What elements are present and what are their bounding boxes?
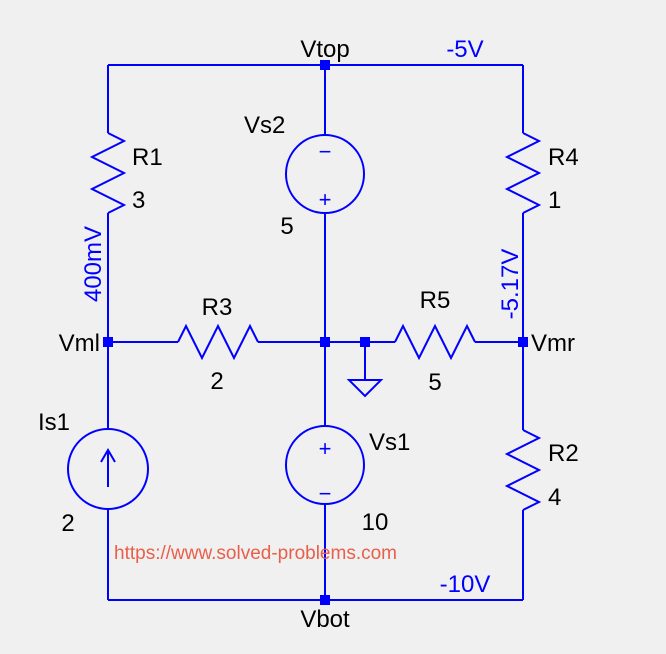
node-label-vml: Vml bbox=[59, 330, 100, 357]
voltage-label-top: -5V bbox=[446, 36, 483, 63]
vs1-minus-sign: − bbox=[319, 481, 332, 506]
resistor-r4 bbox=[504, 132, 542, 214]
resistor-r1 bbox=[89, 132, 127, 214]
voltage-label-r1: 400mV bbox=[80, 226, 107, 302]
up-arrow-icon bbox=[100, 448, 116, 463]
voltage-source-vs1: + − bbox=[285, 425, 365, 506]
r1-value: 3 bbox=[132, 187, 145, 214]
wires bbox=[107, 64, 524, 601]
voltage-source-vs2: − + bbox=[285, 134, 365, 214]
r1-name: R1 bbox=[132, 144, 163, 171]
resistor-r5 bbox=[394, 323, 476, 361]
vs1-plus-sign: + bbox=[319, 436, 332, 461]
watermark-text: https://www.solved-problems.com bbox=[114, 543, 397, 564]
vs2-minus-sign: − bbox=[319, 139, 332, 164]
node-label-vtop: Vtop bbox=[300, 36, 349, 63]
ground-icon bbox=[346, 379, 384, 398]
r3-value: 2 bbox=[210, 368, 223, 395]
voltage-label-r4: -5.17V bbox=[497, 249, 524, 320]
vs1-value: 10 bbox=[362, 509, 389, 536]
r4-name: R4 bbox=[548, 144, 579, 171]
node-vtop bbox=[320, 60, 330, 70]
r2-name: R2 bbox=[548, 440, 579, 467]
r5-value: 5 bbox=[428, 369, 441, 396]
r3-name: R3 bbox=[202, 294, 233, 321]
node-label-vmr: Vmr bbox=[531, 330, 575, 357]
node-ground bbox=[360, 337, 370, 347]
resistor-r2 bbox=[504, 429, 542, 511]
is1-name: Is1 bbox=[38, 409, 70, 436]
current-source-is1 bbox=[67, 428, 149, 510]
r5-name: R5 bbox=[420, 287, 451, 314]
vs2-plus-sign: + bbox=[319, 187, 332, 212]
node-vmr bbox=[518, 337, 528, 347]
node-center bbox=[320, 337, 330, 347]
r4-value: 1 bbox=[548, 187, 561, 214]
node-vbot bbox=[320, 595, 330, 605]
vs1-name: Vs1 bbox=[369, 429, 410, 456]
vs2-value: 5 bbox=[280, 213, 293, 240]
is1-value: 2 bbox=[61, 510, 74, 537]
node-vml bbox=[103, 337, 113, 347]
vs2-name: Vs2 bbox=[244, 112, 285, 139]
node-label-vbot: Vbot bbox=[300, 606, 350, 633]
voltage-label-bottom: -10V bbox=[440, 571, 491, 598]
r2-value: 4 bbox=[548, 484, 561, 511]
resistor-r3 bbox=[177, 323, 259, 361]
